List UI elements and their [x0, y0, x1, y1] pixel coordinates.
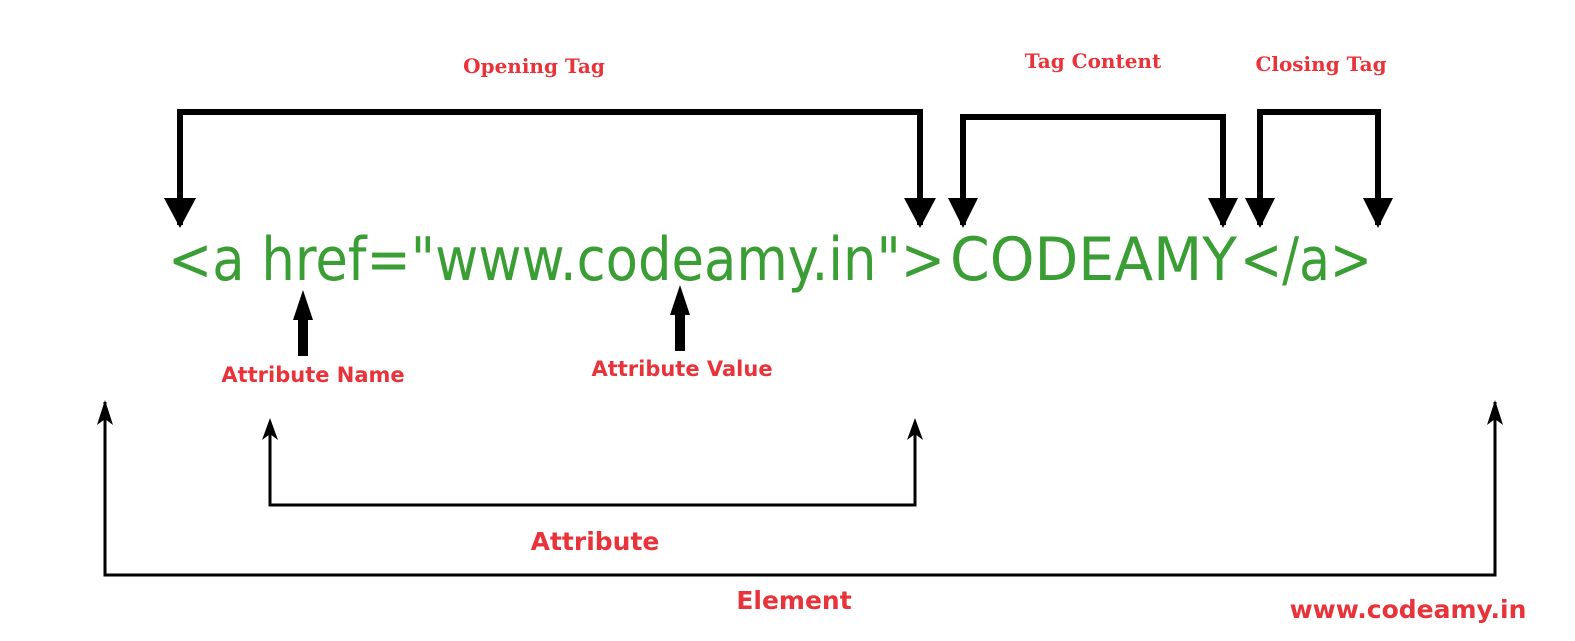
arrow-up-icon: [1487, 400, 1503, 425]
tag-content-label: Tag Content: [1025, 49, 1162, 73]
closing-tag-code: </a>: [1240, 225, 1372, 295]
arrow-up-icon: [907, 418, 923, 440]
opening-tag-code: <a href="www.codeamy.in">: [168, 225, 945, 295]
arrow-down-icon: [164, 198, 196, 228]
element-bracket: [103, 402, 1497, 577]
arrow-up-icon: [97, 400, 113, 425]
attribute-value-label: Attribute Value: [591, 357, 772, 381]
attribute-label: Attribute: [531, 527, 660, 556]
tag-content-bracket: [960, 114, 1226, 225]
closing-tag-bracket: [1257, 109, 1381, 225]
attribute-name-arrow: [298, 318, 308, 356]
tag-content-code: CODEAMY: [950, 225, 1237, 295]
arrow-up-icon: [293, 290, 313, 320]
arrow-up-icon: [262, 418, 278, 440]
arrow-down-icon: [1363, 198, 1393, 228]
arrow-down-icon: [948, 198, 978, 228]
opening-tag-label: Opening Tag: [463, 54, 605, 78]
arrow-down-icon: [1208, 198, 1238, 228]
closing-tag-label: Closing Tag: [1255, 52, 1386, 76]
watermark: www.codeamy.in: [1290, 595, 1527, 624]
arrow-up-icon: [670, 285, 690, 315]
attribute-name-label: Attribute Name: [221, 363, 404, 387]
element-label: Element: [736, 586, 851, 615]
attribute-value-arrow: [675, 313, 685, 351]
arrow-down-icon: [904, 198, 936, 228]
arrow-down-icon: [1245, 198, 1275, 228]
code-line: <a href="www.codeamy.in"> CODEAMY </a>: [168, 225, 1372, 295]
opening-tag-bracket: [177, 109, 923, 225]
attribute-bracket: [268, 422, 917, 507]
